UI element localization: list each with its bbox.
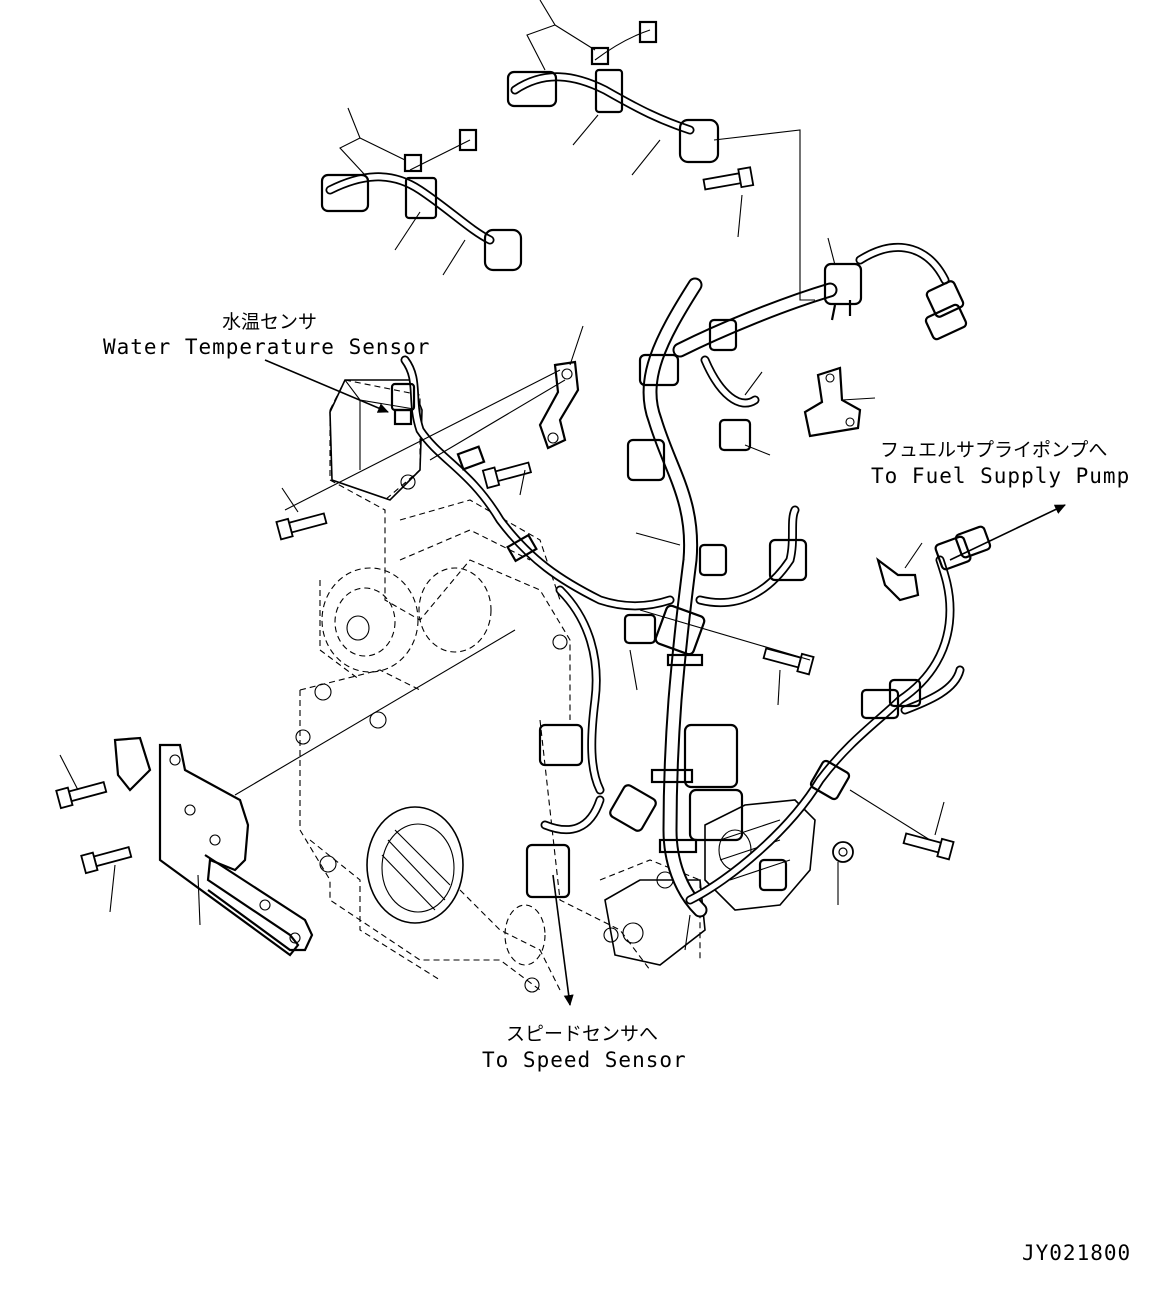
bracket-right — [803, 366, 862, 438]
injector-harness-2 — [506, 20, 720, 164]
drawing-id: JY021800 — [1022, 1241, 1131, 1265]
fuel-pump-label-en: To Fuel Supply Pump — [871, 464, 1130, 488]
fuel-clip — [876, 557, 920, 602]
fuel-pump-label-jp: フュエルサプライポンプへ — [880, 439, 1107, 461]
callout-arrows — [264, 359, 1066, 1006]
water-temperature-sensor — [390, 382, 416, 426]
bolts — [55, 166, 955, 875]
leader-lines — [59, 0, 945, 951]
water-temp-label-en: Water Temperature Sensor — [103, 335, 430, 359]
bracket-left — [113, 736, 314, 957]
speed-sensor-label-en: To Speed Sensor — [482, 1048, 687, 1072]
speed-sensor-label-jp: スピードセンサへ — [506, 1023, 658, 1045]
water-temp-label-jp: 水温センサ — [222, 311, 317, 333]
bracket-center — [538, 360, 580, 450]
main-harness — [400, 242, 992, 918]
injector-harness-1 — [320, 128, 523, 272]
